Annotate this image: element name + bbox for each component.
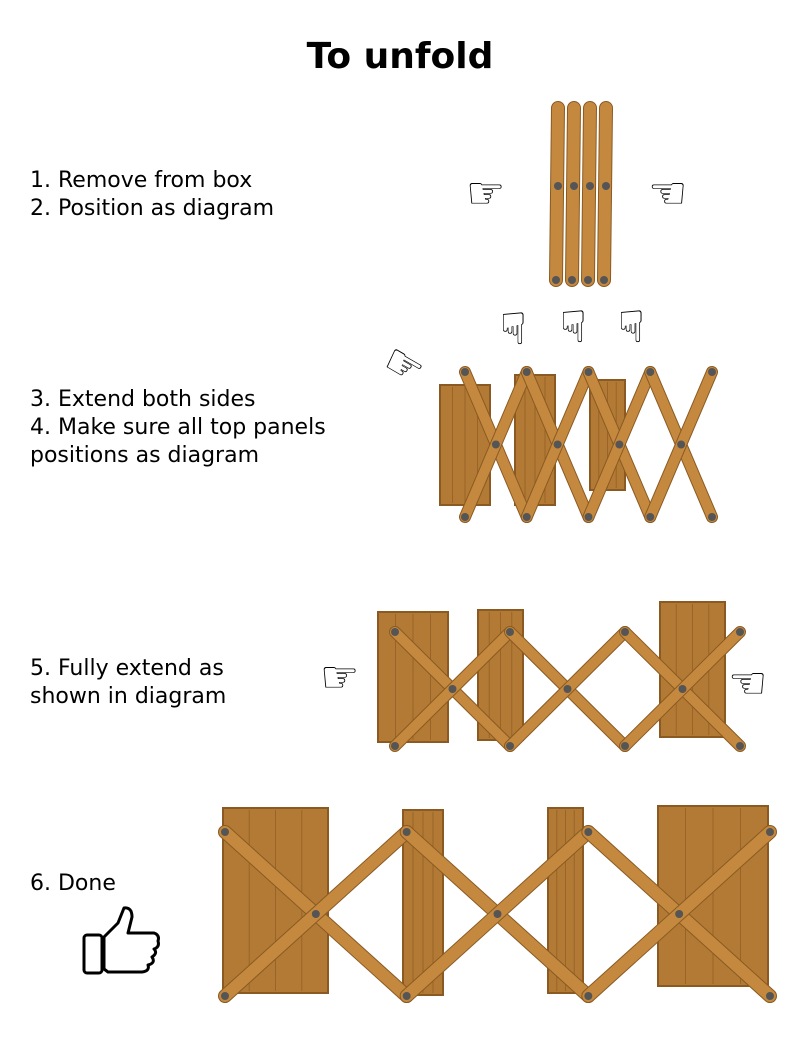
bolt bbox=[766, 992, 774, 1000]
bolt bbox=[402, 992, 411, 1000]
bolt bbox=[646, 368, 655, 376]
bolt bbox=[736, 628, 744, 636]
bolt bbox=[586, 182, 594, 190]
bolt bbox=[311, 910, 320, 918]
bolt bbox=[563, 685, 572, 693]
bolt bbox=[621, 742, 629, 750]
bolt bbox=[766, 828, 774, 836]
step-text: 6. Done bbox=[30, 871, 116, 896]
bolt bbox=[675, 910, 684, 918]
step-text: 2. Position as diagram bbox=[30, 196, 275, 221]
bolt bbox=[522, 368, 531, 376]
bolt bbox=[708, 368, 716, 376]
bolt bbox=[677, 440, 686, 449]
page-title: To unfold bbox=[306, 36, 494, 77]
step-3-4: 3. Extend both sides 4. Make sure all to… bbox=[30, 386, 326, 470]
bolt bbox=[448, 685, 457, 693]
step-text: shown in diagram bbox=[30, 684, 227, 709]
bolt bbox=[221, 992, 229, 1000]
pointing-right-hand-icon: ☞ bbox=[466, 168, 506, 219]
bolt bbox=[678, 685, 687, 693]
bolt bbox=[584, 828, 593, 836]
bolt bbox=[584, 368, 593, 376]
bolt bbox=[506, 742, 514, 750]
wood-slat bbox=[582, 102, 596, 286]
pointing-left-hand-icon: ☜ bbox=[728, 658, 768, 709]
step-text: 3. Extend both sides bbox=[30, 387, 256, 412]
bolt bbox=[493, 910, 502, 918]
bolt bbox=[646, 513, 655, 521]
bolt bbox=[553, 440, 562, 449]
bolt bbox=[615, 440, 624, 449]
bolt bbox=[602, 182, 610, 190]
bolt bbox=[568, 276, 576, 284]
pointing-right-hand-icon: ☞ bbox=[320, 652, 360, 703]
pointing-left-hand-icon: ☜ bbox=[648, 168, 688, 219]
step-6: 6. Done bbox=[30, 870, 116, 898]
wood-slat bbox=[598, 102, 612, 286]
bolt bbox=[552, 276, 560, 284]
pointing-down-hand-icon: ☟ bbox=[560, 302, 587, 353]
bolt bbox=[491, 440, 500, 449]
bolt bbox=[584, 276, 592, 284]
wood-slat bbox=[566, 102, 580, 286]
bolt bbox=[621, 628, 629, 636]
bolt bbox=[584, 513, 593, 521]
bolt bbox=[600, 276, 608, 284]
bolt bbox=[736, 742, 744, 750]
step-text: 5. Fully extend as bbox=[30, 656, 224, 681]
bolt bbox=[402, 828, 411, 836]
bolt bbox=[461, 513, 469, 521]
bolt bbox=[522, 513, 531, 521]
bolt bbox=[461, 368, 469, 376]
bolt bbox=[221, 828, 229, 836]
wood-slat bbox=[550, 102, 564, 286]
bolt bbox=[584, 992, 593, 1000]
bolt bbox=[708, 513, 716, 521]
bolt bbox=[506, 628, 514, 636]
bolt bbox=[554, 182, 562, 190]
thumbs-up-icon bbox=[82, 906, 160, 975]
step-1-2: 1. Remove from box 2. Position as diagra… bbox=[30, 167, 274, 223]
step-text: positions as diagram bbox=[30, 443, 260, 468]
bolt bbox=[570, 182, 578, 190]
step-text: 4. Make sure all top panels bbox=[30, 415, 326, 440]
pointing-down-hand-icon: ☟ bbox=[500, 304, 527, 355]
bolt bbox=[391, 628, 399, 636]
step-5: 5. Fully extend as shown in diagram bbox=[30, 655, 226, 711]
bolt bbox=[391, 742, 399, 750]
step-text: 1. Remove from box bbox=[30, 168, 253, 193]
pointing-down-hand-icon: ☟ bbox=[618, 302, 645, 353]
